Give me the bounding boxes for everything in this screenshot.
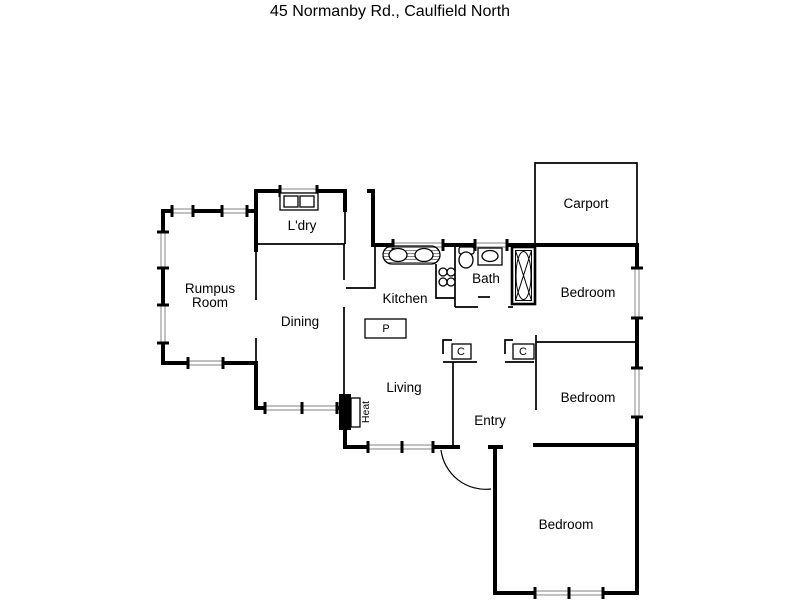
label-rumpus-line2: Room	[191, 295, 228, 310]
label-rumpus-line1: Rumpus	[184, 281, 236, 296]
label-heater: Heat	[360, 400, 372, 424]
bathtub	[510, 245, 537, 306]
pantry-cupboard	[364, 318, 407, 339]
label-entry: Entry	[474, 413, 506, 428]
label-closet-left: C	[457, 346, 465, 358]
basin-vanity	[477, 247, 503, 266]
carport-outline	[534, 162, 638, 243]
heater-unit	[339, 394, 361, 430]
label-living: Living	[386, 380, 422, 395]
label-closet-right: C	[519, 346, 527, 358]
kitchen-sink	[382, 245, 441, 265]
label-rumpus-room: Rumpus Room	[185, 282, 235, 310]
label-carport: Carport	[563, 196, 609, 211]
page-title: 45 Normanby Rd., Caulfield North	[269, 3, 511, 20]
label-dining: Dining	[280, 314, 320, 329]
label-kitchen: Kitchen	[382, 291, 428, 306]
entry-door-arc	[440, 449, 492, 490]
label-laundry: L'dry	[287, 218, 317, 233]
stove-cooktop	[438, 267, 456, 287]
exterior-walls	[161, 189, 639, 595]
interior-walls	[255, 212, 637, 448]
closet-left	[442, 339, 477, 363]
label-bath: Bath	[472, 271, 500, 286]
closet-right	[504, 339, 535, 363]
laundry-trough	[279, 192, 319, 211]
label-pantry: P	[382, 323, 390, 335]
toilet	[458, 246, 475, 269]
label-bedroom-top: Bedroom	[560, 285, 616, 300]
label-bedroom-middle: Bedroom	[560, 390, 616, 405]
label-bedroom-bottom: Bedroom	[538, 517, 594, 532]
